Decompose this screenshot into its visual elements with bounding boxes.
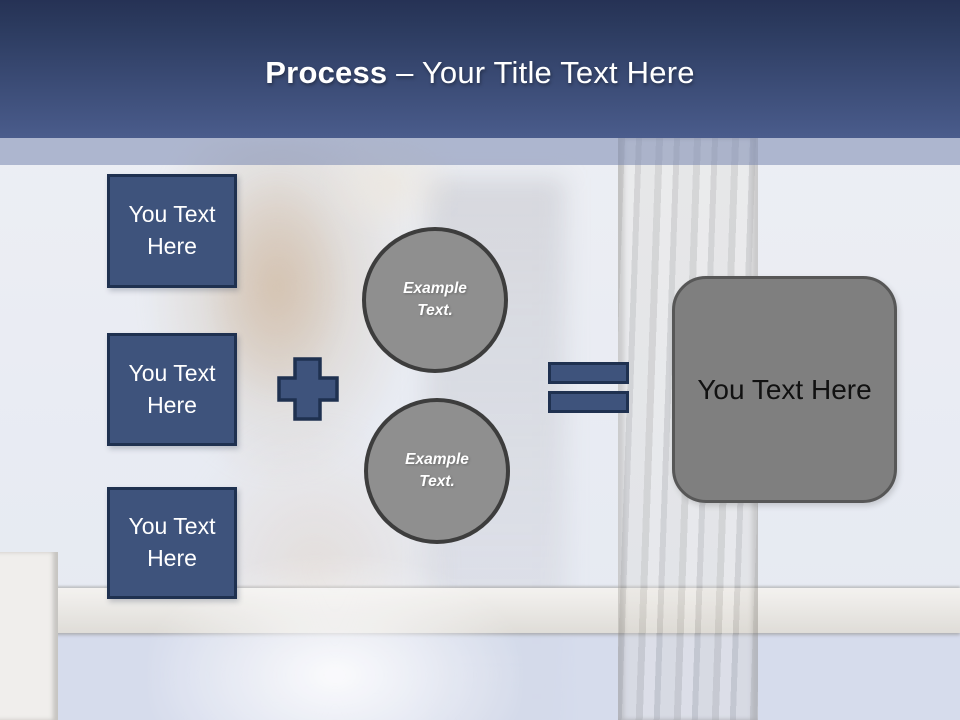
input-box-label: You Text Here [128,201,216,259]
result-box-label: You Text Here [697,373,872,405]
equals-bar-bottom [548,391,629,413]
equals-icon [548,362,629,413]
slide-title: Process – Your Title Text Here [0,55,960,91]
input-box-label: You Text Here [128,513,216,571]
title-rest: – Your Title Text Here [396,55,695,90]
example-circle-1: Example Text. [362,227,508,373]
input-box-2: You Text Here [107,333,237,446]
header-accent-band [0,138,960,165]
input-box-label: You Text Here [128,359,216,418]
title-keyword: Process [265,55,388,90]
example-circle-label: Example Text. [405,450,469,490]
title-bar: Process – Your Title Text Here [0,0,960,138]
equals-bar-top [548,362,629,384]
input-box-1: You Text Here [107,174,237,288]
plus-icon [277,357,339,421]
window-left-frame [0,552,58,720]
example-circle-2: Example Text. [364,398,510,544]
example-circle-label: Example Text. [403,279,467,319]
input-box-3: You Text Here [107,487,237,599]
result-box: You Text Here [672,276,897,503]
